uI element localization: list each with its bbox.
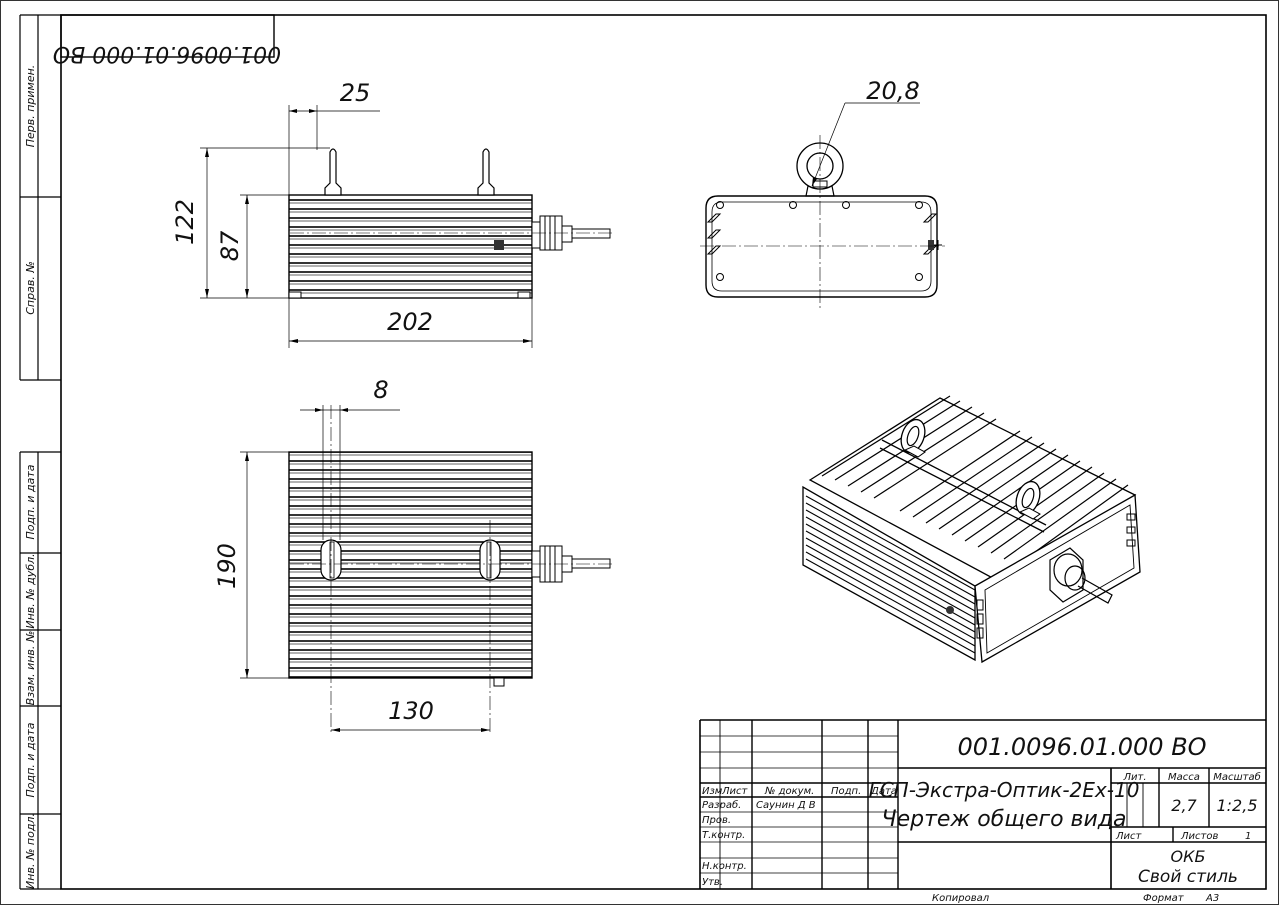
- hdr-list-2: Лист: [1115, 831, 1143, 842]
- stamp-podp-data-2: Подп. и дата: [24, 722, 37, 797]
- hdr-podp: Подп.: [831, 786, 861, 797]
- hdr-ndoc: № докум.: [764, 786, 814, 797]
- title-block: [699, 719, 1266, 889]
- stamp-podp-data-1: Подп. и дата: [24, 464, 37, 539]
- dim-87: 87: [216, 230, 244, 261]
- dim-190: 190: [213, 543, 241, 589]
- dim-130: 130: [388, 697, 434, 725]
- hdr-listov: Листов: [1180, 831, 1218, 842]
- doc-code-box: 001.0096.01.000 ВО: [53, 14, 281, 66]
- hdr-izm: Изм: [702, 786, 723, 797]
- listov-val: 1: [1245, 831, 1251, 842]
- org-line-2: Свой стиль: [1138, 867, 1238, 887]
- hdr-list: Лист: [721, 786, 749, 797]
- dim-202: 202: [387, 308, 433, 336]
- stamp-perv-primen: Перв. примен.: [24, 65, 37, 148]
- hdr-lit: Лит.: [1122, 772, 1146, 783]
- stamp-inv-podl: Инв. № подл.: [24, 813, 37, 889]
- title-name-1: ГСП-Экстра-Оптик-2Ex-10: [869, 778, 1140, 802]
- row-razrab: Разраб.: [702, 799, 741, 811]
- row-tkontr: Т.контр.: [702, 830, 745, 841]
- dim-20-8: 20,8: [866, 77, 919, 105]
- doc-code-mirrored: 001.0096.01.000 ВО: [53, 41, 281, 66]
- side-stamp: [19, 14, 61, 890]
- row-utv: Утв.: [702, 877, 723, 888]
- footer-format-val: А3: [1205, 893, 1219, 904]
- dim-25: 25: [340, 79, 371, 107]
- title-code: 001.0096.01.000 ВО: [957, 733, 1206, 761]
- top-view: [240, 405, 615, 735]
- row-nkontr: Н.контр.: [702, 861, 747, 872]
- stamp-inv-dubl: Инв. № дубл.: [24, 553, 37, 628]
- title-name-2: Чертеж общего вида: [882, 807, 1127, 832]
- massa-val: 2,7: [1171, 796, 1197, 815]
- footer-format: Формат: [1143, 893, 1185, 904]
- hdr-masshtab: Масштаб: [1213, 771, 1261, 783]
- front-view: [700, 102, 945, 310]
- masshtab-val: 1:2,5: [1216, 796, 1257, 815]
- hdr-massa: Масса: [1168, 772, 1200, 783]
- stamp-vzam-inv: Взам. инв. №: [24, 631, 37, 706]
- side-view: [200, 105, 615, 348]
- isometric-view: [802, 395, 1141, 664]
- stamp-sprav-no: Справ. №: [24, 261, 37, 315]
- org-line-1: ОКБ: [1171, 847, 1206, 866]
- footer-kopiroval: Копировал: [932, 893, 990, 904]
- dim-8: 8: [373, 376, 388, 404]
- hdr-data: Дата: [870, 786, 897, 797]
- row-prov: Пров.: [702, 815, 731, 826]
- razrab-name: Саунин Д В: [756, 800, 816, 811]
- dim-122: 122: [171, 199, 199, 245]
